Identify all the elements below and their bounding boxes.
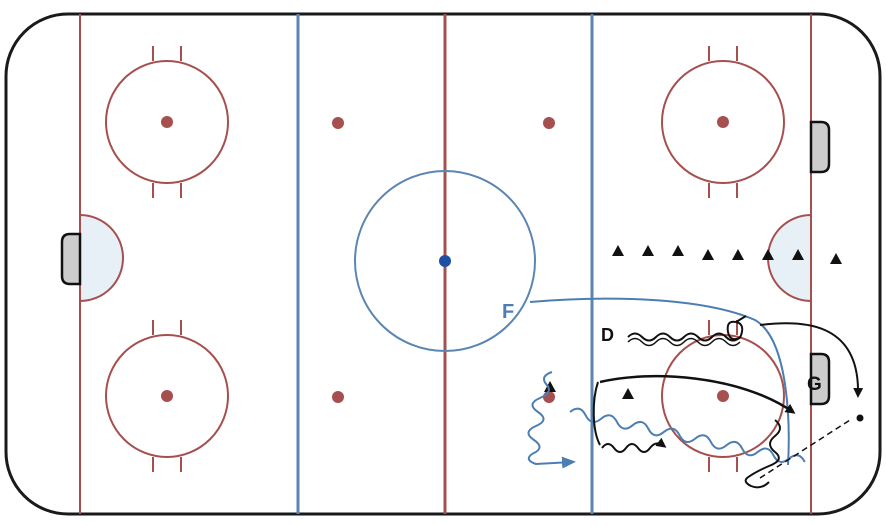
right-goal-crease [767,213,812,303]
left-net [60,232,82,286]
goalie-label: G [807,374,822,395]
right-top-net [809,120,831,174]
cone [762,249,774,260]
forward-stickhandle-path [527,371,576,469]
cone [672,245,684,256]
left-goal-crease [79,213,124,303]
cone [612,245,624,256]
defense-curl [726,315,747,341]
cone [830,253,842,264]
right-top-faceoff-circle [661,46,785,198]
cone-row [544,245,842,399]
defense-wavy-path [627,332,741,342]
cone [732,249,744,260]
cone [622,388,634,399]
puck-target-dot [856,414,864,422]
defense-skate-to-net [759,322,864,398]
cone [544,381,556,392]
cone [702,249,714,260]
defense-long-pass [599,374,796,414]
neutral-dot-left-top [332,117,344,129]
neutral-dot-right-top [543,117,555,129]
forward-skate-path [529,297,790,466]
center-faceoff-dot [439,255,451,267]
defense-corner-loop [744,419,781,489]
defense-label: D [601,325,614,345]
left-bottom-faceoff-circle [105,320,229,472]
pass-to-goal-dashed [759,419,851,479]
neutral-dot-left-bottom [332,391,344,403]
cone [642,245,654,256]
defense-return-path [592,381,601,446]
left-top-faceoff-circle [105,46,229,198]
defense-wavy-path-inner [627,337,741,347]
right-bottom-net [809,352,831,406]
forward-label: F [502,301,514,323]
defense-stickhandle-loop [601,437,667,453]
center-faceoff-circle [354,170,536,352]
cone [792,249,804,260]
forward-wavy-path [569,407,806,463]
neutral-dot-right-bottom [543,391,555,403]
